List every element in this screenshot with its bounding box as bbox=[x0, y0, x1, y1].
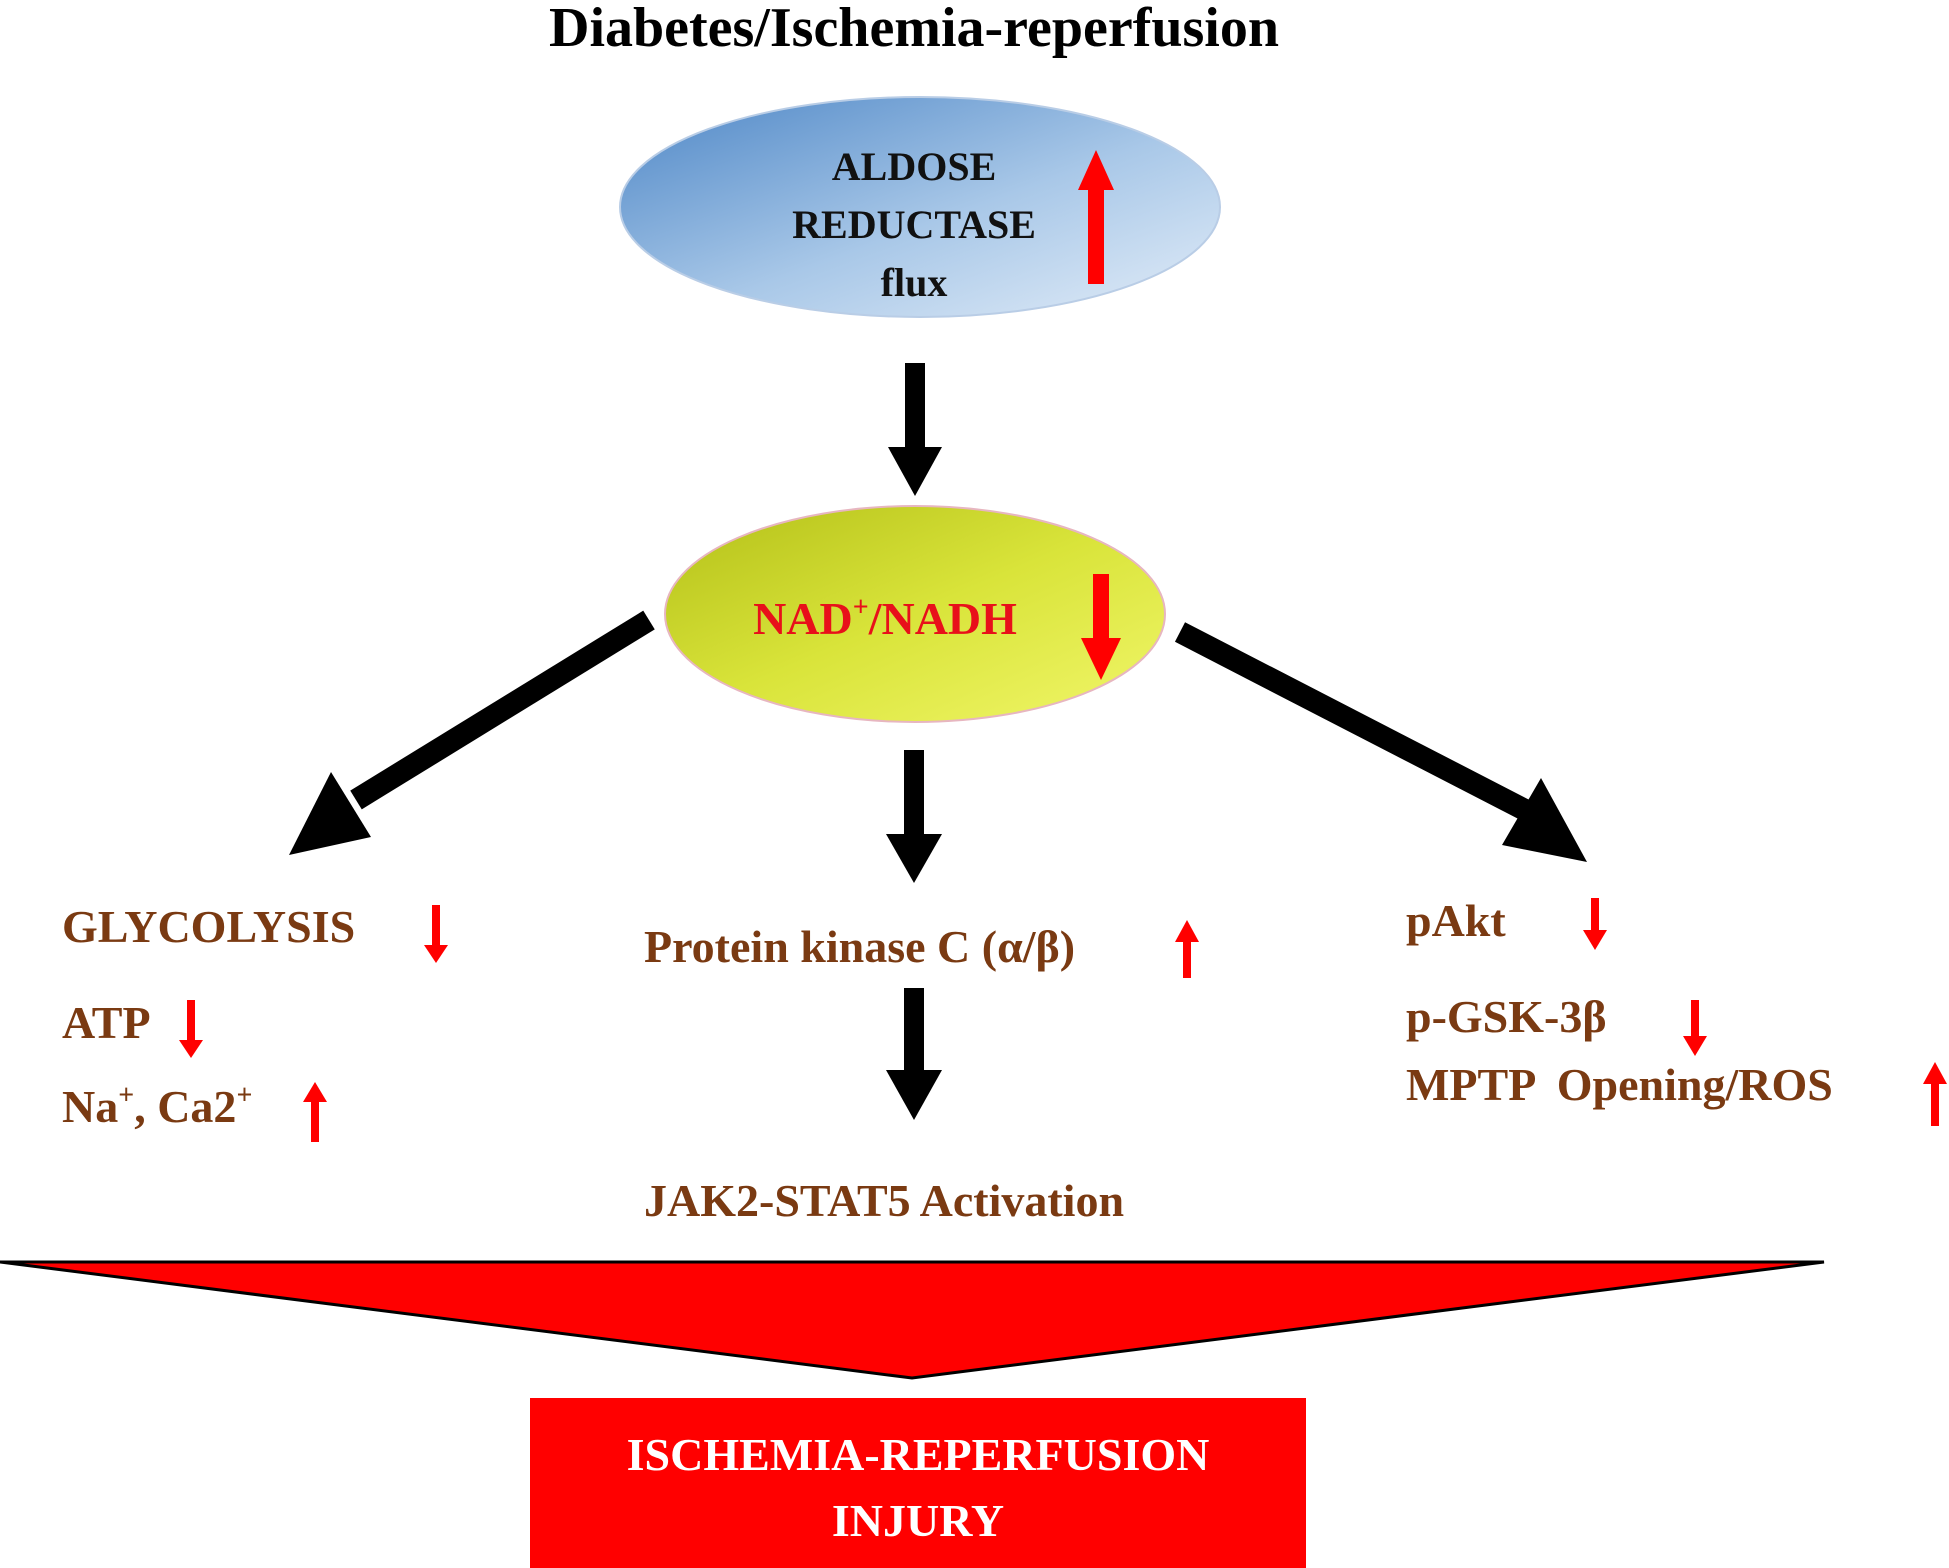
arrow-nad-to-right bbox=[1174, 622, 1587, 862]
aldose-up-arrow-icon bbox=[1078, 150, 1114, 284]
arrow-aldose-to-nad bbox=[888, 363, 942, 496]
jak-stat-label: JAK2-STAT5 Activation bbox=[644, 1175, 1124, 1226]
converging-triangle bbox=[0, 1260, 1825, 1380]
arrow-nad-to-middle bbox=[886, 750, 942, 883]
glycolysis-down-arrow-icon bbox=[424, 905, 448, 963]
pkc-up-arrow-icon bbox=[1175, 920, 1199, 978]
pakt-down-arrow-icon bbox=[1583, 898, 1607, 950]
pgsk-label: p-GSK-3β bbox=[1406, 991, 1607, 1042]
nad-nadh-node: NAD+/NADH bbox=[664, 505, 1166, 723]
na-ca-label: Na+, Ca2+ bbox=[62, 1080, 252, 1132]
right-branch: pAkt p-GSK-3β MPTP Opening/ROS bbox=[1406, 895, 1947, 1126]
mptp-label: MPTP Opening/ROS bbox=[1406, 1059, 1833, 1110]
injury-label-line2: INJURY bbox=[832, 1495, 1004, 1546]
aldose-label-line3: flux bbox=[881, 260, 948, 305]
pkc-label: Protein kinase C (α/β) bbox=[644, 921, 1075, 972]
pakt-label: pAkt bbox=[1406, 895, 1506, 946]
pgsk-down-arrow-icon bbox=[1683, 1000, 1707, 1056]
atp-down-arrow-icon bbox=[179, 1000, 203, 1058]
arrow-pkc-to-jak bbox=[886, 988, 942, 1120]
mptp-up-arrow-icon bbox=[1923, 1062, 1947, 1126]
atp-label: ATP bbox=[62, 997, 151, 1048]
injury-outcome-box: ISCHEMIA-REPERFUSION INJURY bbox=[530, 1398, 1306, 1568]
nad-down-arrow-icon bbox=[1081, 574, 1121, 680]
diagram-title: Diabetes/Ischemia-reperfusion bbox=[549, 0, 1279, 59]
aldose-reductase-node: ALDOSE REDUCTASE flux bbox=[619, 96, 1221, 318]
nad-label: NAD+/NADH bbox=[753, 592, 1017, 644]
left-branch: GLYCOLYSIS ATP Na+, Ca2+ bbox=[62, 901, 448, 1142]
middle-branch: Protein kinase C (α/β) JAK2-STAT5 Activa… bbox=[644, 920, 1199, 1226]
aldose-label-line2: REDUCTASE bbox=[792, 202, 1036, 247]
aldose-label-line1: ALDOSE bbox=[832, 144, 997, 189]
injury-label-line1: ISCHEMIA-REPERFUSION bbox=[627, 1429, 1210, 1480]
na-ca-up-arrow-icon bbox=[303, 1082, 327, 1142]
arrow-nad-to-left bbox=[289, 610, 655, 855]
glycolysis-label: GLYCOLYSIS bbox=[62, 901, 355, 952]
